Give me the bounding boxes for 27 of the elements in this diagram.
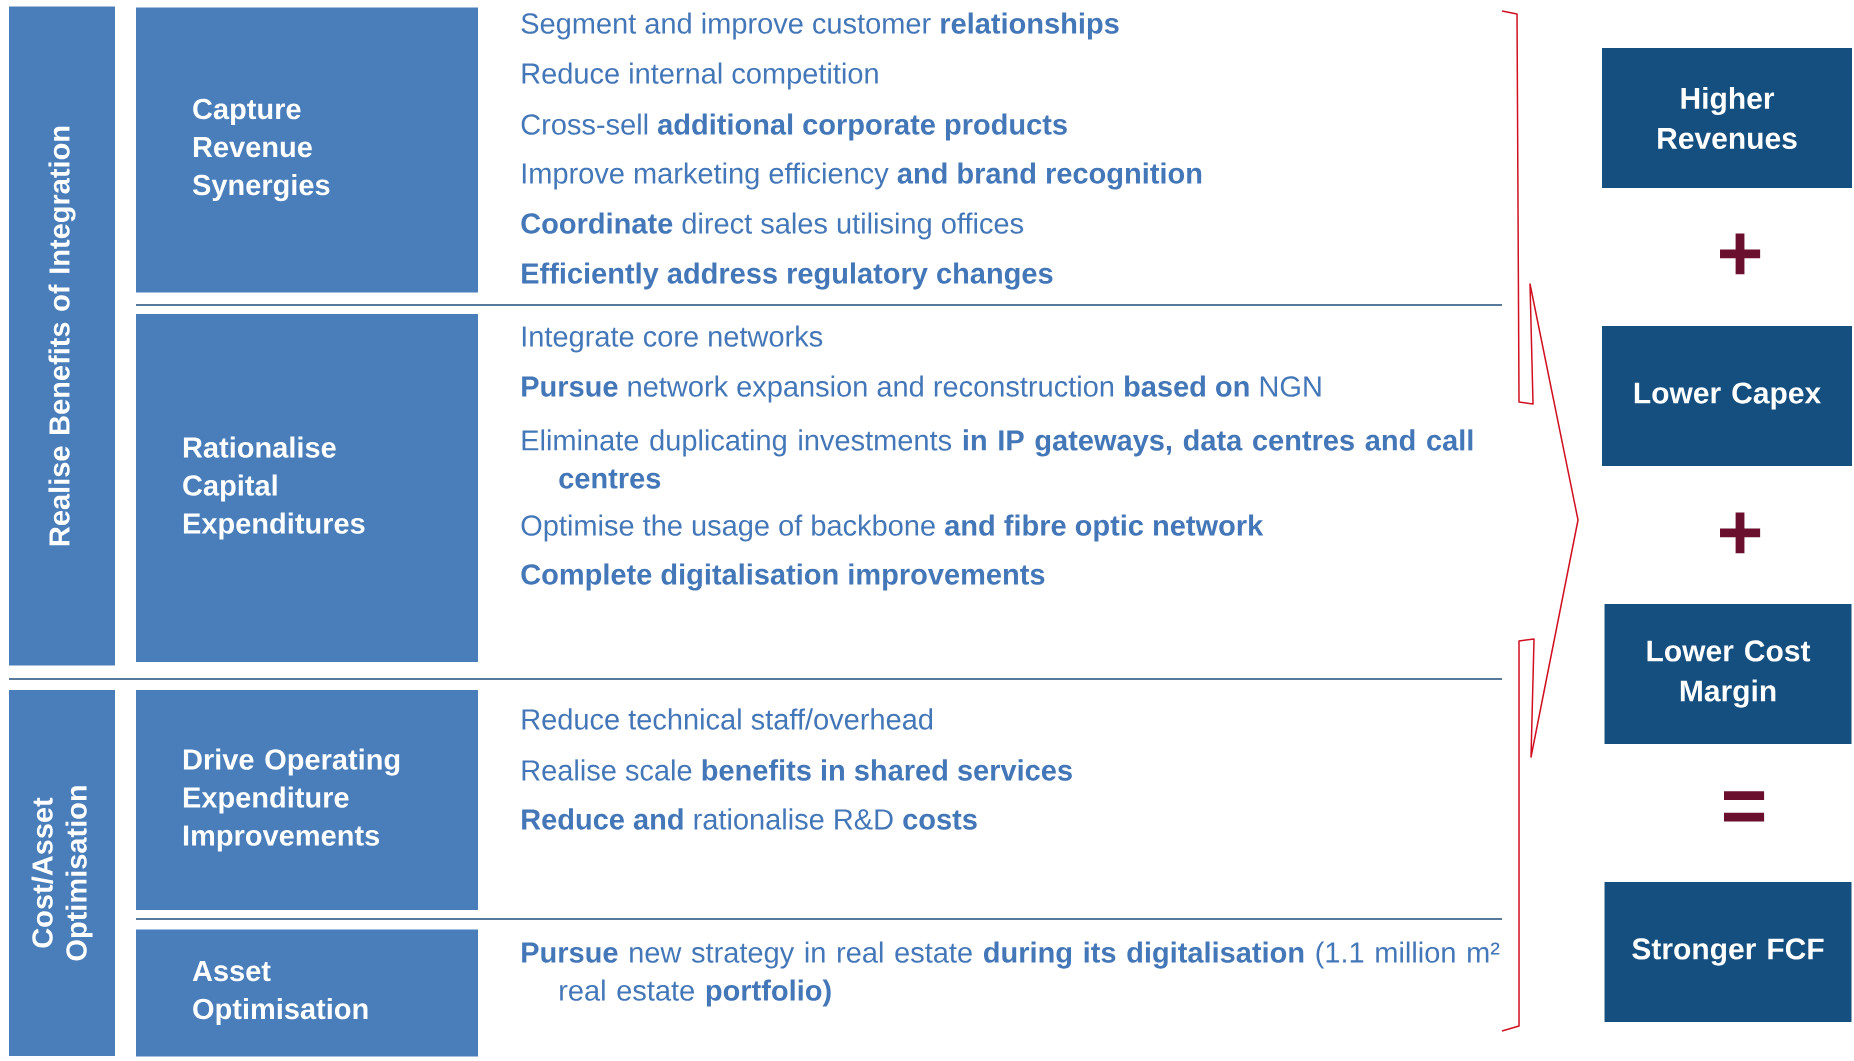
result-box: Lower Capex — [1602, 326, 1852, 466]
operator-symbol: + — [1720, 233, 1761, 275]
bullet-text: Optimise the usage of backbone and fibre optic network — [521, 514, 1264, 542]
vertical-band: Cost/Asset Optimisation — [9, 690, 115, 1056]
bullet-text: Integrate core networks — [522, 325, 823, 353]
bullet-text: Reduce technical staff/overhead — [522, 708, 933, 730]
bullet-text: Cross-sell additional corporate products — [521, 113, 1067, 141]
vertical-band: Realise Benefits of Integration — [9, 6, 115, 666]
result-box: Higher Revenues — [1602, 48, 1852, 188]
bullet-text: Segment and improve customer relationships — [521, 12, 1119, 40]
category-box: Asset Optimisation — [136, 929, 478, 1057]
operator-symbol: = — [1724, 791, 1765, 822]
bullet-text: Pursue new strategy in real estate during its digitalisation (1.1 million m² real estate portfolio) — [522, 941, 1500, 1007]
result-box: Stronger FCF — [1604, 882, 1852, 1022]
bullet-text: Pursue network expansion and reconstruction based on NGN — [522, 375, 1321, 403]
result-box: Lower Cost Margin — [1604, 604, 1852, 744]
bullet-text: Reduce and rationalise R&D costs — [522, 808, 977, 830]
bullet-text: Coordinate direct sales utilising offices — [521, 212, 1024, 240]
bullet-text: Improve marketing efficiency and brand recognition — [522, 162, 1202, 190]
category-box: Capture Revenue Synergies — [136, 7, 478, 293]
bullet-text: Reduce internal competition — [522, 62, 878, 90]
category-box: Drive Operating Expenditure Improvements — [136, 690, 478, 910]
category-box: Rationalise Capital Expenditures — [136, 314, 478, 662]
bullet-text: Realise scale benefits in shared services — [522, 759, 1072, 781]
bullet-text: Efficiently address regulatory changes — [522, 262, 1053, 290]
operator-symbol: + — [1720, 512, 1761, 554]
bullet-text: Complete digitalisation improvements — [521, 563, 1045, 591]
